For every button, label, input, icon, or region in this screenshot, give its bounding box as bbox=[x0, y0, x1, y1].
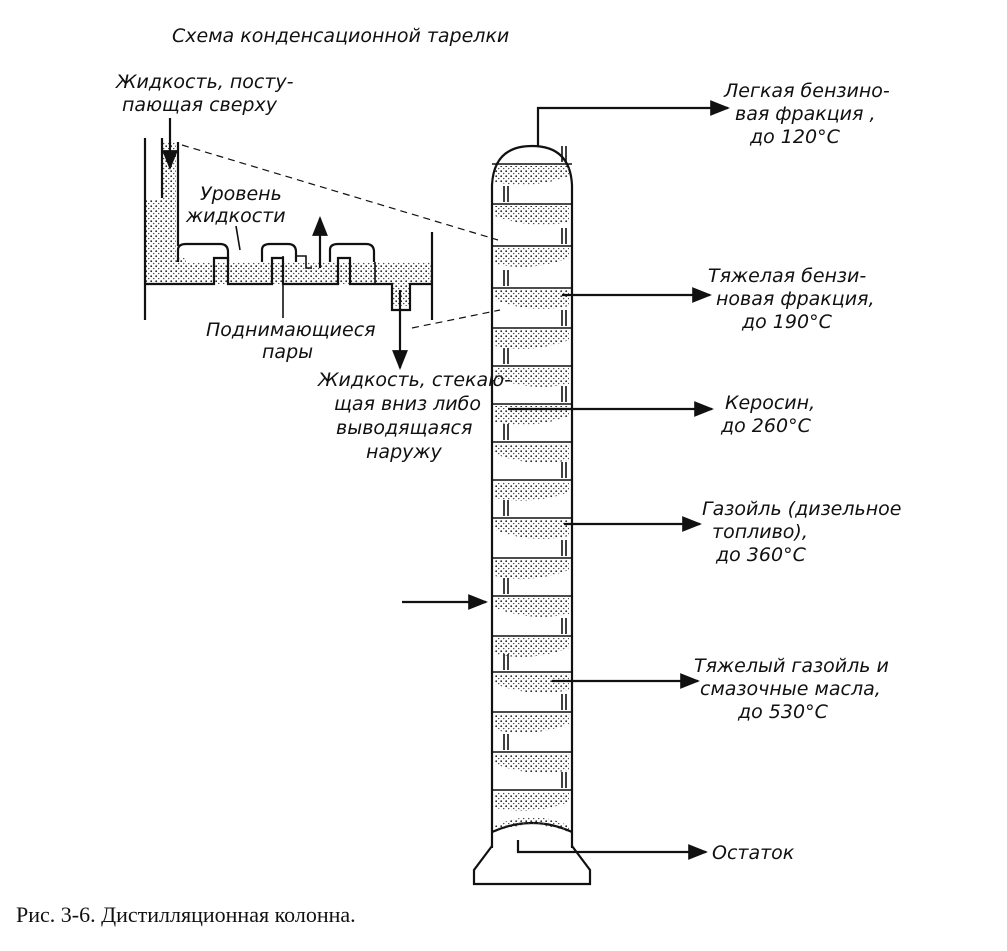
tray-liquid bbox=[495, 368, 569, 387]
downcomer bbox=[503, 578, 509, 594]
tray-liquid bbox=[495, 520, 569, 539]
column-trays bbox=[492, 146, 572, 811]
label-line: Легкая бензино- bbox=[723, 80, 890, 102]
label-line: топливо), bbox=[712, 521, 808, 543]
tray-liquid bbox=[495, 674, 569, 693]
inset-label-liquid-level: Уровень жидкости bbox=[185, 183, 286, 227]
downcomer bbox=[561, 228, 567, 244]
downcomer bbox=[561, 618, 567, 634]
label-line: Тяжелая бензи- bbox=[708, 265, 866, 287]
distillation-column bbox=[402, 100, 730, 886]
downcomer bbox=[561, 772, 567, 788]
label-line: пары bbox=[262, 341, 313, 363]
tray-inset-drawing bbox=[143, 118, 501, 370]
label-line: до 120°C bbox=[749, 126, 841, 148]
downcomer bbox=[503, 424, 509, 440]
label-line: Жидкость, стекаю- bbox=[317, 369, 511, 391]
downcomer bbox=[561, 386, 567, 402]
downcomer bbox=[503, 734, 509, 750]
inset-label-rising-vapors: Поднимающиеся пары bbox=[206, 319, 376, 363]
tray-liquid bbox=[495, 406, 569, 425]
fraction-label-kerosene: Керосин, до 260°C bbox=[720, 392, 815, 437]
label-line: Уровень bbox=[200, 183, 282, 205]
inset-label-liquid-from-above: Жидкость, посту- пающая сверху bbox=[115, 71, 294, 116]
tray-liquid bbox=[495, 482, 569, 501]
tray-liquid bbox=[495, 206, 569, 225]
label-line: Поднимающиеся bbox=[206, 319, 376, 341]
label-line: Керосин, bbox=[725, 392, 815, 414]
label-line: Газойль (дизельное bbox=[702, 498, 901, 520]
label-line: до 260°C bbox=[720, 415, 812, 437]
downcomer bbox=[503, 348, 509, 364]
tray-liquid bbox=[495, 560, 569, 579]
fraction-label-heavy-gas-oil: Тяжелый газойль и смазочные масла, до 53… bbox=[694, 655, 889, 723]
downcomer bbox=[503, 654, 509, 670]
tray-liquid bbox=[495, 248, 569, 267]
label-line: Тяжелый газойль и bbox=[694, 655, 889, 677]
tray-liquid bbox=[495, 444, 569, 463]
tray-liquid bbox=[495, 598, 569, 617]
label-line: до 190°C bbox=[741, 311, 833, 333]
tray-liquid bbox=[495, 166, 569, 185]
downcomer bbox=[503, 270, 509, 286]
downcomer bbox=[503, 186, 509, 202]
label-line: смазочные масла, bbox=[700, 678, 881, 700]
downcomer bbox=[561, 694, 567, 710]
label-line: Остаток bbox=[712, 842, 795, 864]
fraction-label-light-gasoline: Легкая бензино- вая фракция , до 120°C bbox=[723, 80, 890, 148]
label-line: наружу bbox=[366, 441, 442, 463]
label-line: вая фракция , bbox=[735, 103, 876, 125]
fraction-label-gas-oil: Газойль (дизельное топливо), до 360°C bbox=[702, 498, 901, 566]
inset-label-liquid-down: Жидкость, стекаю- щая вниз либо выводяща… bbox=[317, 369, 511, 463]
tray-liquid bbox=[495, 714, 569, 733]
downcomer bbox=[561, 462, 567, 478]
tray-liquid bbox=[495, 290, 569, 309]
tray-liquid bbox=[495, 638, 569, 657]
label-line: Жидкость, посту- bbox=[115, 71, 294, 93]
fraction-label-heavy-gasoline: Тяжелая бензи- новая фракция, до 190°C bbox=[708, 265, 875, 333]
downcomer bbox=[561, 310, 567, 326]
downcomer bbox=[561, 540, 567, 556]
downcomer bbox=[503, 500, 509, 516]
label-line: выводящаяся bbox=[336, 417, 472, 439]
downcomer bbox=[561, 146, 567, 162]
fraction-label-residue: Остаток bbox=[712, 842, 795, 864]
label-line: жидкости bbox=[185, 205, 286, 227]
inset-title: Схема конденсационной тарелки bbox=[172, 25, 509, 47]
label-line: до 360°C bbox=[715, 544, 807, 566]
label-line: щая вниз либо bbox=[334, 393, 481, 415]
label-line: пающая сверху bbox=[122, 94, 278, 116]
side-draws bbox=[508, 287, 714, 689]
figure-caption: Рис. 3-6. Дистилляционная колонна. bbox=[16, 902, 356, 927]
tray-liquid bbox=[495, 792, 569, 811]
tray-liquid bbox=[495, 754, 569, 773]
tray-liquid bbox=[495, 330, 569, 349]
label-line: до 530°C bbox=[737, 701, 829, 723]
label-line: новая фракция, bbox=[716, 288, 875, 310]
